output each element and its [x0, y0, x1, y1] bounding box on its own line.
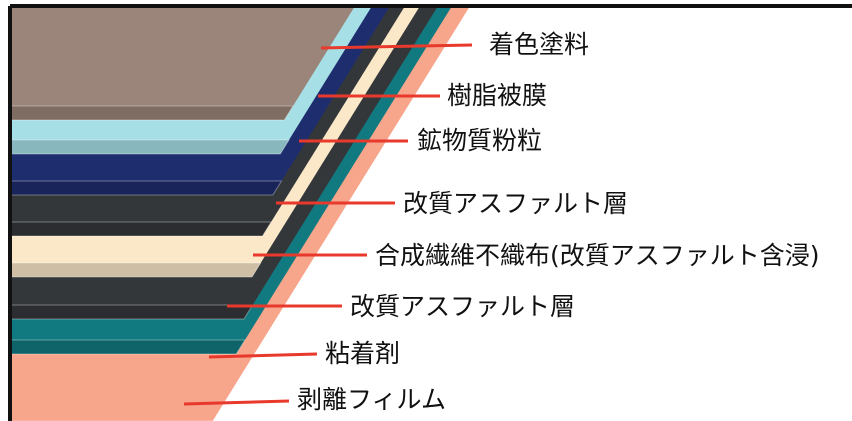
layer-slab-coating [10, 6, 355, 120]
layer-front-edge-asphalt-lower [9, 304, 254, 320]
layer-front-edge-coating [9, 105, 294, 121]
diagram-frame [8, 4, 852, 421]
layer-label-asphalt-lower: 改質アスファルト層 [350, 292, 575, 321]
layer-front-edge-resin-film [9, 139, 290, 155]
layer-label-resin-film: 樹脂被膜 [447, 81, 547, 110]
leader-line-adhesive [208, 352, 318, 359]
layer-front-edge-adhesive [9, 339, 246, 355]
layer-label-nonwoven: 合成繊維不織布(改質アスファルト含浸) [375, 241, 820, 270]
layer-label-mineral-granules: 鉱物質粉粒 [417, 126, 542, 155]
layer-label-adhesive: 粘着剤 [325, 339, 400, 368]
leader-lines [183, 43, 473, 406]
leader-line-release-film [183, 399, 290, 406]
layer-label-coating: 着色塗料 [489, 30, 589, 59]
layer-front-edge-mineral-granules [9, 180, 283, 196]
layer-slabs [9, 6, 470, 421]
layer-front-edge-asphalt-upper [9, 221, 272, 237]
layer-front-edge-nonwoven [9, 262, 262, 278]
layer-label-release-film: 剥離フィルム [297, 385, 446, 414]
layer-label-asphalt-upper: 改質アスファルト層 [403, 189, 628, 218]
layer-labels: 着色塗料 樹脂被膜 鉱物質粉粒 改質アスファルト層 合成繊維不織布(改質アスファ… [297, 30, 820, 414]
leader-line-coating [320, 43, 473, 50]
